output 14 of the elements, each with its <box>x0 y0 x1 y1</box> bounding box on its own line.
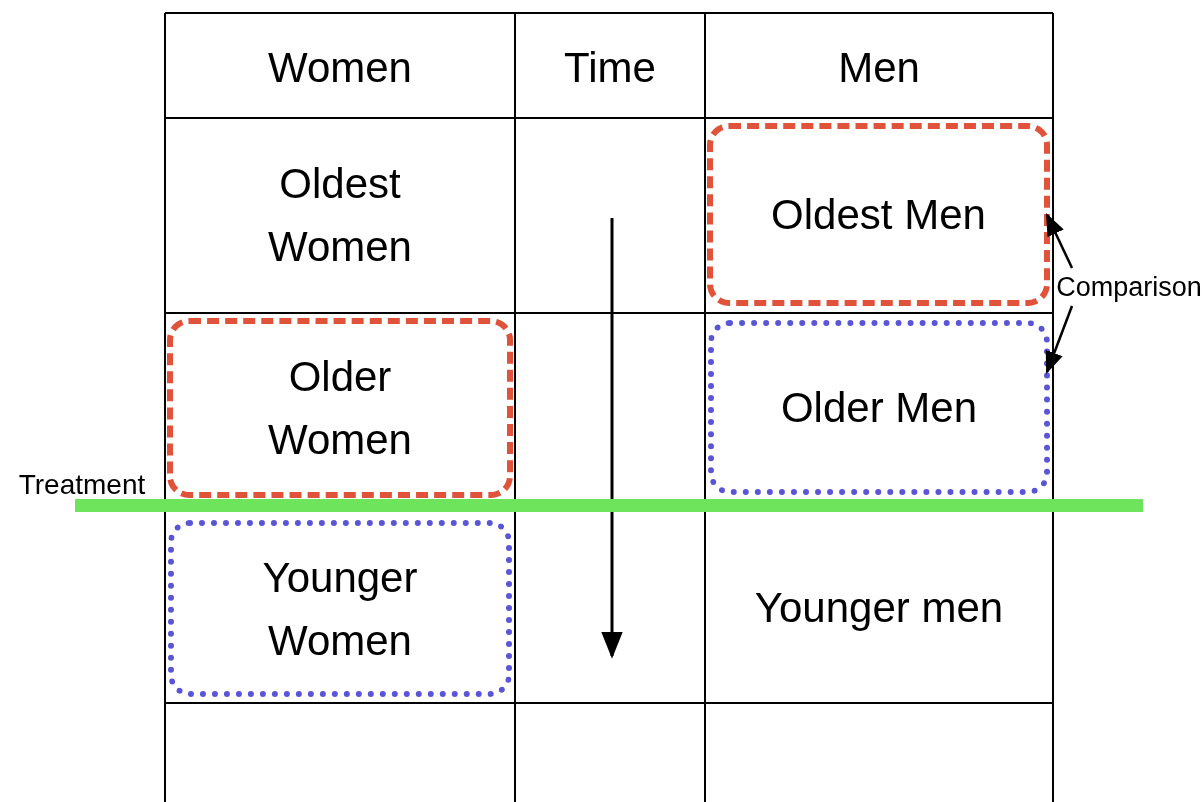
cell-text: Oldest Women <box>267 159 413 272</box>
dashed-box <box>707 123 1050 306</box>
arrow <box>1045 212 1074 269</box>
box-label: Younger Women <box>261 552 419 666</box>
arrow <box>1045 305 1074 375</box>
dotted-box <box>168 520 512 697</box>
box-label: Older Men <box>780 383 978 433</box>
box-label: Oldest Men <box>771 190 986 240</box>
column-header: Women <box>267 43 413 93</box>
cell-text: Younger men <box>753 583 1005 633</box>
column-header: Men <box>837 43 921 93</box>
box-label: Older Women <box>267 352 413 465</box>
column-header: Time <box>563 43 657 93</box>
treatment-label: Treatment <box>17 468 147 502</box>
